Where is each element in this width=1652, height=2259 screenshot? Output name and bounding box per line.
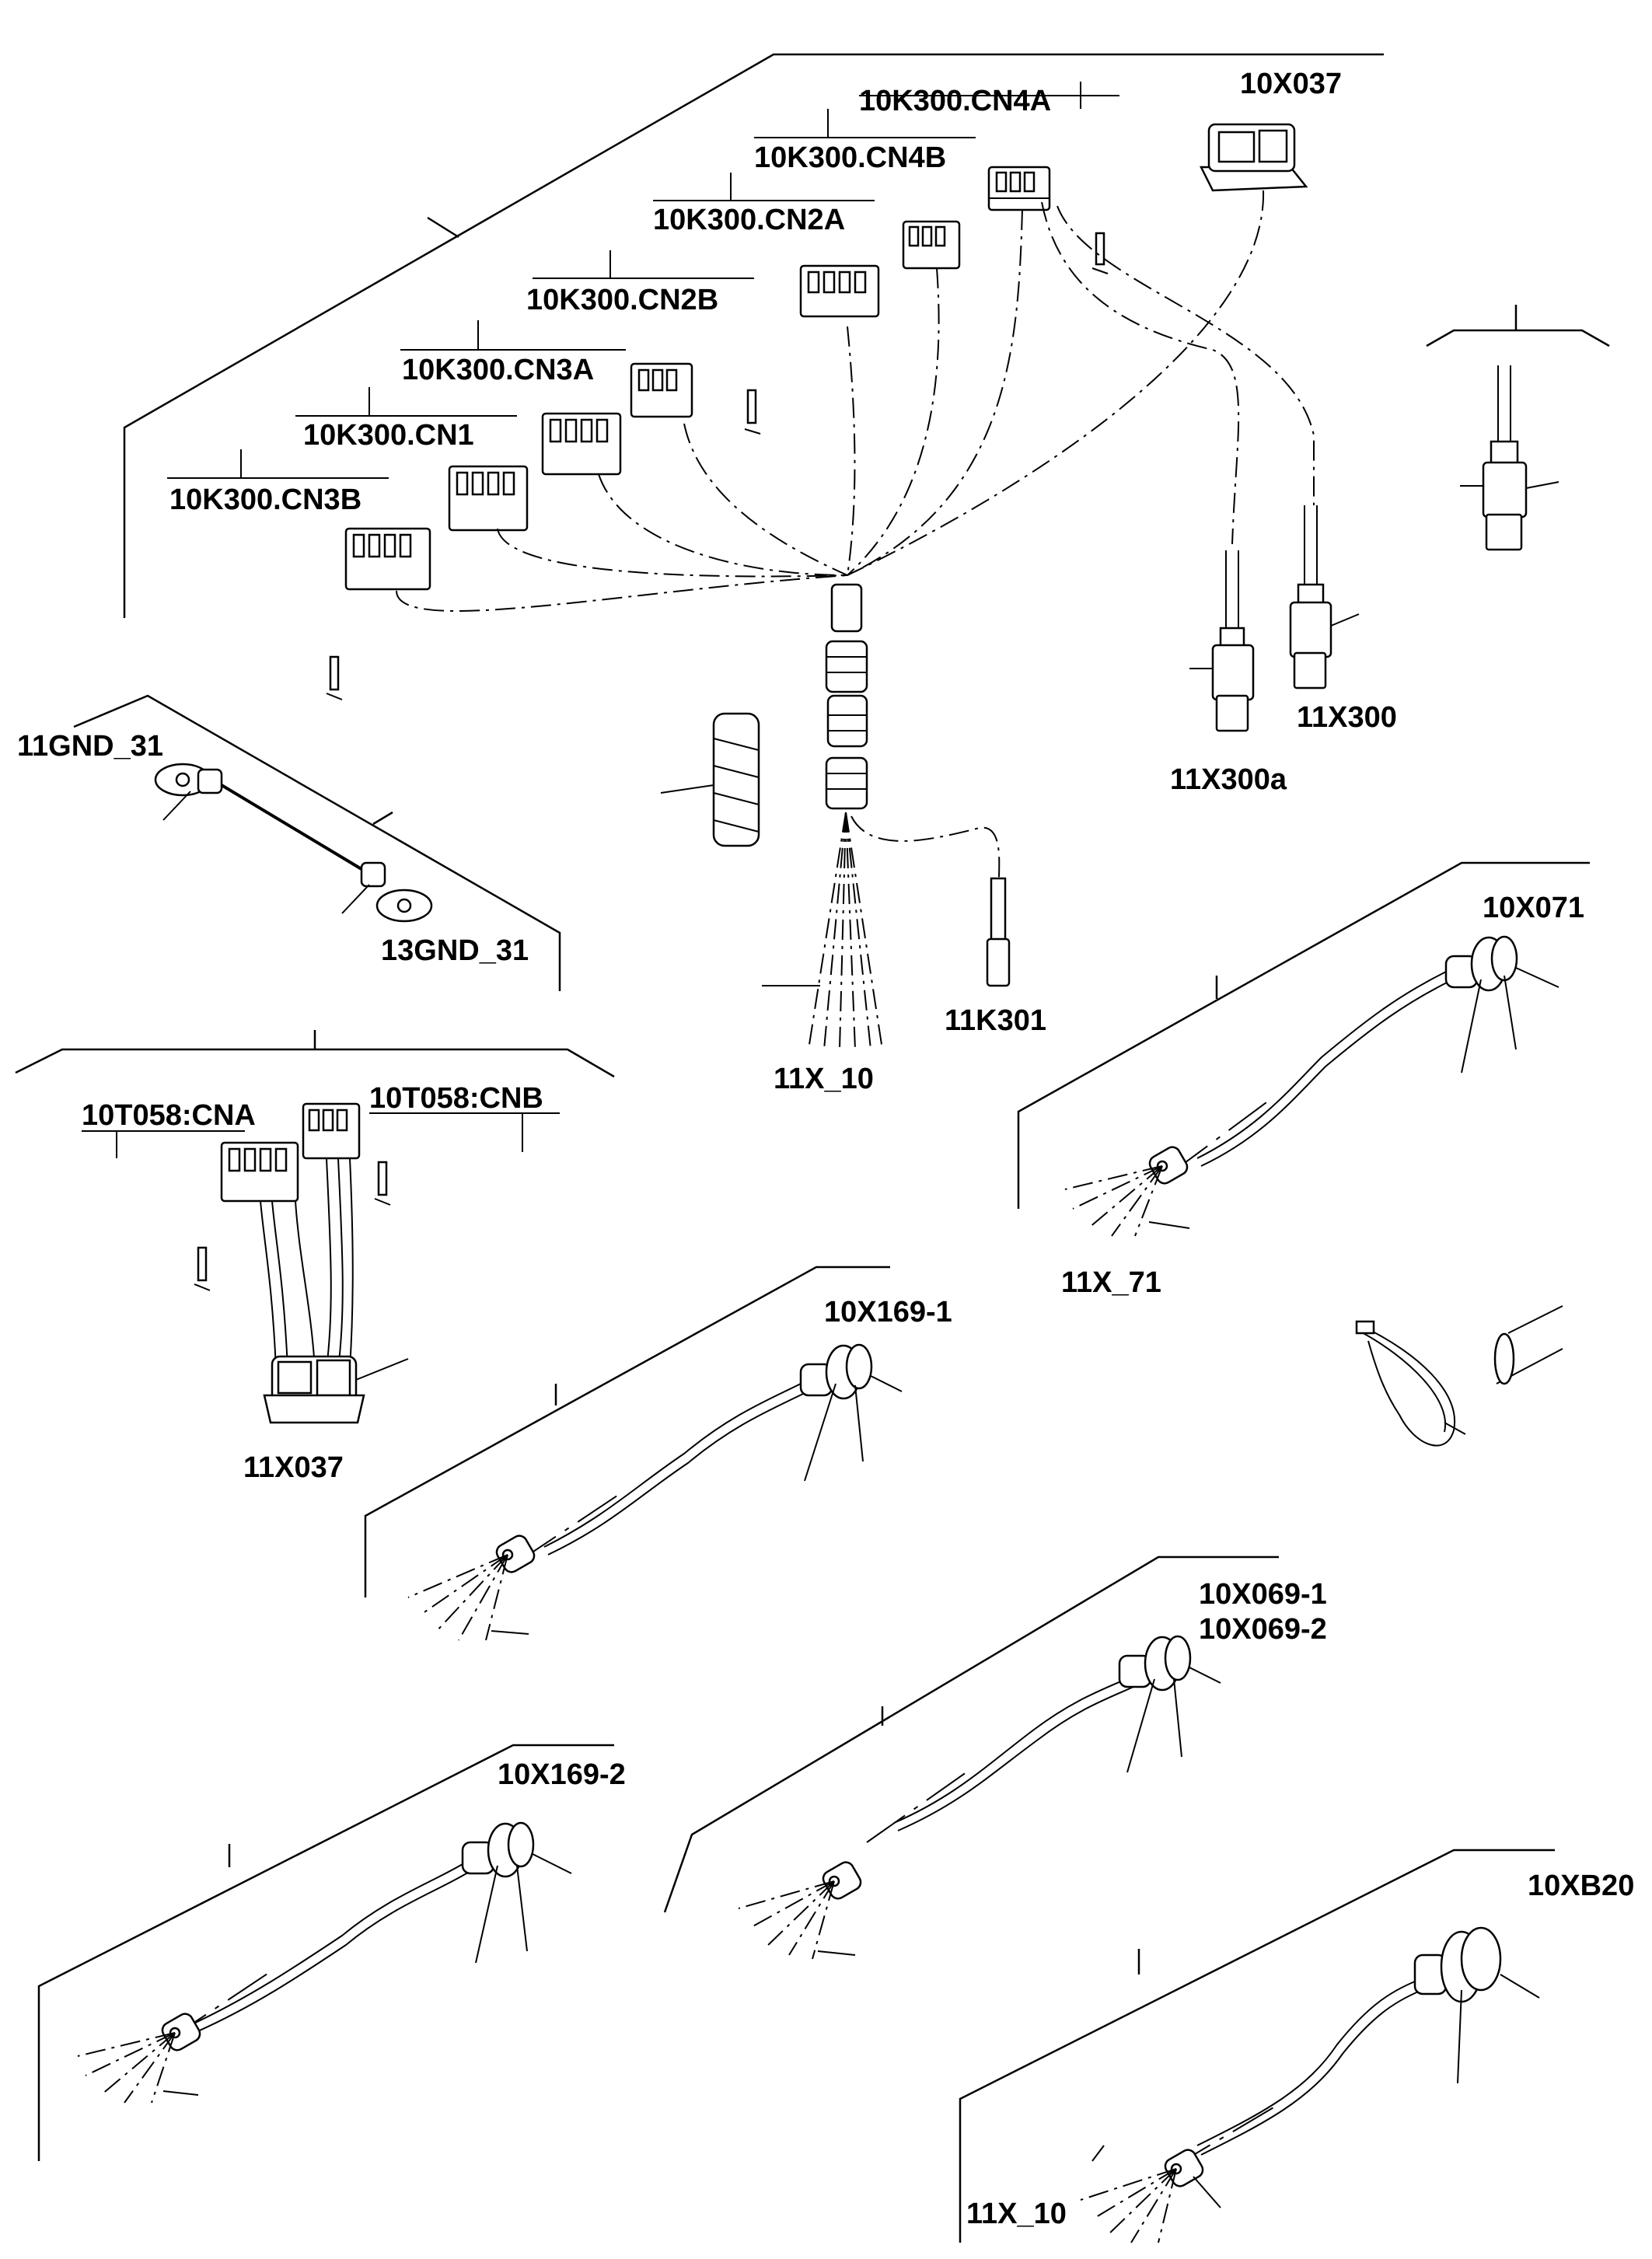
label-10k300-cn1: 10K300.CN1 [303, 419, 474, 452]
label-10x169-2: 10X169-2 [498, 1758, 626, 1791]
label-10t058-cnb: 10T058:CNB [369, 1082, 543, 1115]
main-harness-frame [123, 53, 1384, 618]
connector-11x300 [1289, 505, 1360, 690]
label-10x071: 10X071 [1483, 892, 1584, 924]
cable-10x169-2-frame [37, 1744, 614, 2161]
connector-cn3a [541, 412, 622, 476]
cable-10x071-frame [1017, 861, 1590, 1209]
label-13gnd-31: 13GND_31 [381, 934, 529, 967]
ground-cable-frame [73, 694, 561, 991]
cable-10xb20-frame [959, 1849, 1555, 2243]
label-10x037-top: 10X037 [1240, 68, 1342, 100]
ecu-harness-wires [260, 1157, 354, 1369]
label-10k300-cn4a: 10K300.CN4A [859, 85, 1051, 117]
connector-10t058-cna [220, 1141, 299, 1203]
label-10x169-1: 10X169-1 [824, 1296, 952, 1329]
connector-cn3b [344, 527, 431, 591]
cable-10x169-1 [407, 1343, 903, 1641]
label-11x-10-top: 11X_10 [774, 1063, 874, 1095]
cable-10x069 [738, 1635, 1221, 1960]
cable-10x071 [1064, 935, 1559, 1237]
connector-cn4a [987, 166, 1051, 211]
label-11x-71: 11X_71 [1061, 1266, 1161, 1299]
connector-cn2a [799, 264, 880, 318]
ecu-harness-frame [15, 1030, 615, 1078]
harness-wires [396, 190, 1315, 612]
connector-11x300a [1189, 550, 1255, 732]
loose-wire-ends-11x10 [762, 812, 883, 1050]
connector-10t058-cnb [302, 1102, 361, 1160]
cable-10x069-frame [663, 1555, 1279, 1913]
label-10k300-cn2b: 10K300.CN2B [526, 284, 718, 316]
label-11x300: 11X300 [1297, 701, 1397, 734]
terminal-pins [194, 232, 1109, 1291]
connector-cn1 [448, 465, 529, 532]
label-11x037-bottom: 11X037 [243, 1451, 344, 1484]
connector-detail-frame [1426, 305, 1610, 347]
relay-wire-11k301 [850, 815, 1011, 987]
connector-cn2b [630, 362, 693, 418]
corrugated-conduit [825, 583, 868, 810]
label-leaders [82, 82, 1119, 1158]
conduit-sleeve [1493, 1305, 1563, 1385]
label-10k300-cn4b: 10K300.CN4B [754, 141, 946, 174]
spiral-wrap [660, 712, 760, 847]
connector-10x037-top [1199, 123, 1308, 192]
label-10xb20: 10XB20 [1528, 1870, 1634, 1902]
label-10x069-2: 10X069-2 [1199, 1613, 1327, 1646]
label-11k301: 11K301 [945, 1004, 1046, 1037]
cable-tie [1355, 1320, 1466, 1447]
ground-cable [154, 763, 433, 923]
cable-10xb20 [1080, 1926, 1540, 2243]
cable-10x169-1-frame [364, 1266, 890, 1597]
connector-11x037 [263, 1355, 409, 1424]
connector-detail [1460, 365, 1559, 551]
label-11x300a: 11X300a [1170, 763, 1287, 796]
label-10x069-1: 10X069-1 [1199, 1578, 1327, 1611]
cable-10x169-2 [77, 1821, 572, 2104]
label-11x-10-bottom: 11X_10 [966, 2198, 1067, 2230]
label-10t058-cna: 10T058:CNA [82, 1099, 256, 1132]
label-10k300-cn3b: 10K300.CN3B [169, 484, 361, 516]
label-10k300-cn3a: 10K300.CN3A [402, 354, 594, 386]
label-10k300-cn2a: 10K300.CN2A [653, 204, 845, 236]
label-11gnd-31: 11GND_31 [17, 730, 163, 763]
connector-cn4b [902, 220, 961, 270]
